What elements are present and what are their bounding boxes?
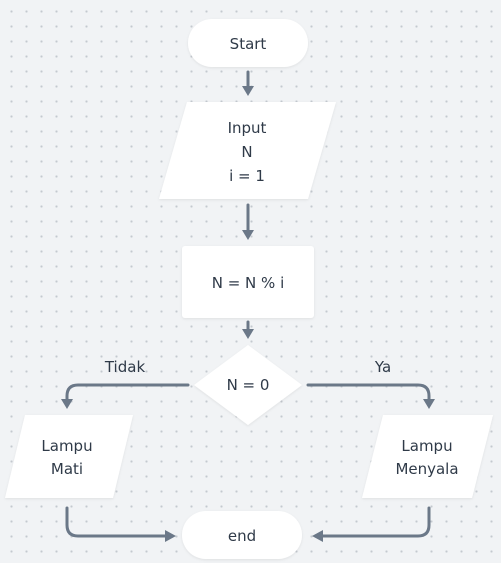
process-label: N = N % i [212,274,285,292]
arrowhead-lampu-menyala [423,399,435,409]
decision-label: N = 0 [227,376,270,394]
end-node: end [182,511,302,559]
end-label: end [228,527,256,545]
lampu-mati-label-line-1: Lampu [41,437,92,455]
input-label-line-3: i = 1 [229,167,265,185]
start-label: Start [230,35,267,53]
lampu-menyala-label-line-1: Lampu [401,437,452,455]
start-node: Start [188,19,308,67]
decision-node: N = 0 [194,345,302,425]
arrowhead-lampu-mati [61,399,73,409]
arrow-lampu-menyala-to-end [320,506,431,538]
input-label-line-2: N [241,143,252,161]
arrow-decision-to-lampu-menyala [306,383,431,402]
arrowhead-input [242,86,254,96]
lampu-mati-node: Lampu Mati [5,415,133,498]
arrowhead-end-right [312,530,323,542]
arrowhead-process [242,230,254,240]
connectors [65,70,431,538]
arrowhead-end-left [165,530,176,542]
edge-label-yes: Ya [374,358,391,376]
lampu-menyala-node: Lampu Menyala [362,415,493,498]
arrowheads [61,86,435,542]
input-node: Input N i = 1 [159,102,336,199]
arrow-lampu-mati-to-end [65,506,168,538]
edge-label-no: Tidak [104,358,146,376]
lampu-menyala-label-line-2: Menyala [395,460,458,478]
arrow-decision-to-lampu-mati [65,383,190,402]
process-node: N = N % i [182,246,314,318]
input-label-line-1: Input [228,119,267,137]
lampu-mati-label-line-2: Mati [51,460,83,478]
arrowhead-decision [242,329,254,339]
